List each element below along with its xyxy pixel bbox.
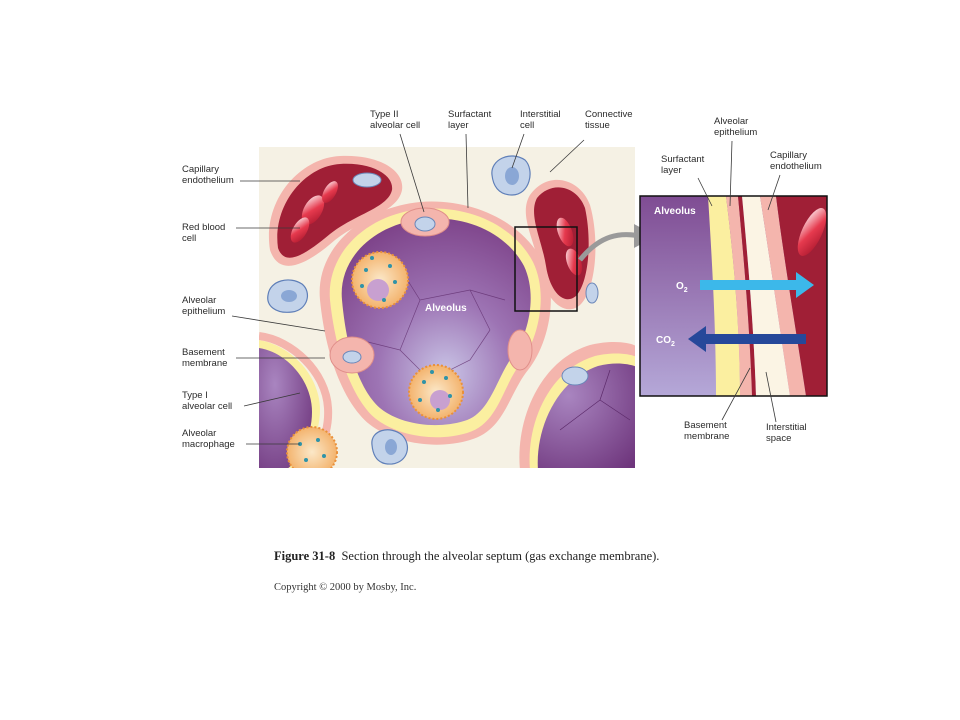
co2-label: CO2 [656, 335, 675, 348]
top-labels: Type II alveolar cell Surfactant layer I… [370, 109, 635, 213]
label-type2-alveolar-cell: Type II alveolar cell [370, 109, 420, 131]
o2-label: O2 [676, 281, 688, 294]
inset-label-basement-membrane: Basement membrane [684, 420, 729, 442]
figure-caption-text: Section through the alveolar septum (gas… [341, 549, 660, 563]
label-connective-tissue: Connective tissue [585, 109, 635, 131]
alveolar-macrophage [286, 251, 464, 468]
inset-basement-membrane [738, 196, 756, 396]
red-blood-cell [797, 208, 827, 256]
inset-interstitial-space [742, 196, 790, 396]
interstitial-cell [267, 155, 531, 465]
label-alveolar-macrophage: Alveolar macrophage [182, 428, 235, 450]
inset-label-capillary-endothelium: Capillary endothelium [770, 150, 822, 172]
type1-cell-nucleus [561, 366, 589, 386]
label-alveolar-epithelium: Alveolar epithelium [182, 295, 225, 317]
inset-frame [639, 195, 828, 397]
label-basement-membrane: Basement membrane [182, 347, 227, 369]
endothelial-nucleus [352, 172, 382, 188]
inset-label-alveolar-epithelium: Alveolar epithelium [714, 116, 757, 138]
label-red-blood-cell: Red blood cell [182, 222, 228, 244]
red-blood-cell [565, 248, 583, 276]
co2-arrow-head [688, 326, 706, 352]
zoom-box [514, 226, 578, 312]
figure-caption: Figure 31-8 Section through the alveolar… [274, 549, 659, 564]
label-surfactant-layer: Surfactant layer [448, 109, 494, 131]
co2-arrow [702, 334, 806, 344]
left-labels: Capillary endothelium Red blood cell Alv… [182, 164, 326, 450]
inset-capillary-endothelium [760, 196, 806, 396]
inset-label-interstitial-space: Interstitial space [766, 422, 809, 444]
alveolus-label: Alveolus [425, 303, 467, 314]
inset-surfactant-layer [708, 196, 740, 396]
red-blood-cell [301, 195, 325, 225]
label-capillary-endothelium: Capillary endothelium [182, 164, 234, 186]
capillary-top-left [268, 155, 403, 266]
inset-membrane [640, 196, 827, 396]
inset-alveolus-label: Alveolus [654, 206, 696, 217]
main-section [259, 147, 635, 468]
label-interstitial-cell: Interstitial cell [520, 109, 563, 131]
label-type1-alveolar-cell: Type I alveolar cell [182, 390, 232, 412]
red-blood-cell [556, 217, 574, 247]
endothelial-nucleus [585, 282, 599, 304]
inset-alveolar-epithelium [726, 196, 752, 396]
alveolus-bottom-right [519, 342, 635, 468]
o2-arrow [700, 280, 800, 290]
copyright-notice: Copyright © 2000 by Mosby, Inc. [274, 582, 417, 593]
inset-label-surfactant-layer: Surfactant layer [661, 154, 707, 176]
red-blood-cell [322, 181, 338, 203]
o2-arrow-head [796, 272, 814, 298]
red-blood-cell [290, 217, 310, 243]
inset-labels: Surfactant layer Alveolar epithelium Cap… [661, 116, 822, 444]
figure-number: Figure 31-8 [274, 549, 336, 563]
type2-alveolar-cell [329, 207, 533, 374]
